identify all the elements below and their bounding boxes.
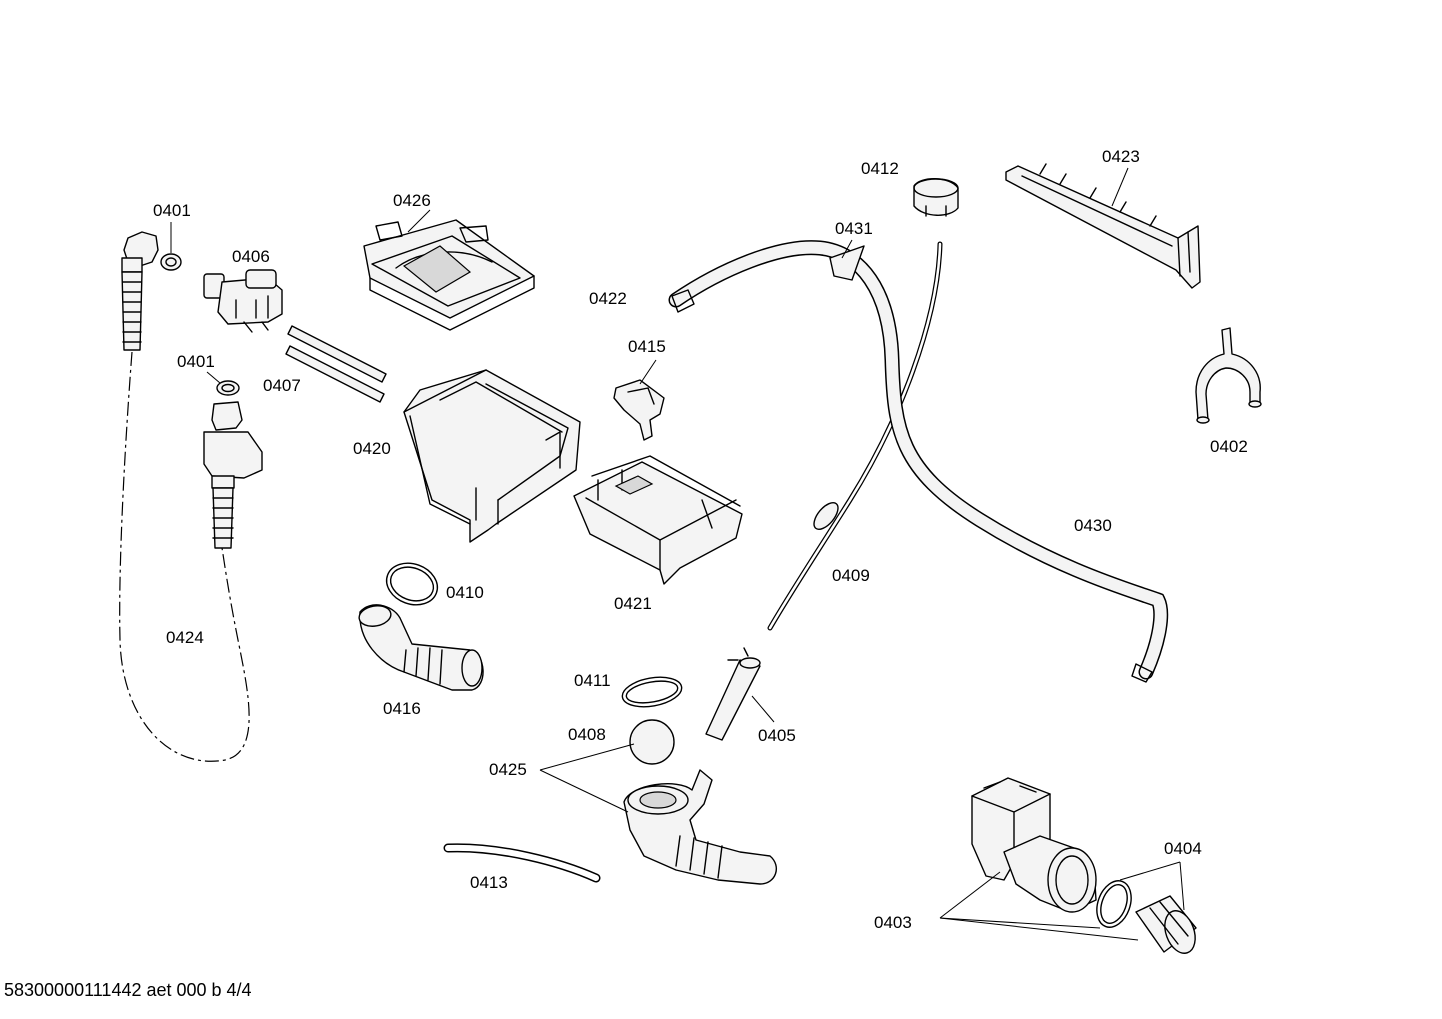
callout-0426: 0426	[393, 191, 431, 210]
inlet-valve-0406	[203, 269, 283, 333]
callout-0424: 0424	[166, 628, 204, 647]
detergent-drawer-0421	[573, 455, 743, 585]
sump-hose-0425	[539, 743, 778, 885]
callout-0402: 0402	[1210, 437, 1248, 456]
hose-0413	[443, 843, 601, 883]
callout-0425: 0425	[489, 760, 527, 779]
washer-0401-upper	[160, 222, 182, 271]
callout-0401-upper: 0401	[153, 201, 191, 220]
dispenser-cover-0426	[363, 209, 535, 331]
callout-0403: 0403	[874, 913, 912, 932]
callout-0415: 0415	[628, 337, 666, 356]
callout-0405: 0405	[758, 726, 796, 745]
bracket-0423	[1005, 163, 1201, 289]
callout-0401-lower: 0401	[177, 352, 215, 371]
drain-pump-0403	[939, 777, 1139, 941]
callout-0408: 0408	[568, 725, 606, 744]
filter-0404	[1119, 861, 1197, 954]
sensor-0405	[705, 647, 775, 741]
bellows-hose-0416	[358, 604, 484, 691]
callout-labels: 0401 0406 0401 0407 0426 0422 0415 0420 …	[153, 147, 1248, 932]
ball-0408	[629, 719, 675, 765]
tubes-0407	[285, 325, 387, 403]
drain-hose-0430	[668, 240, 1169, 683]
callout-0416: 0416	[383, 699, 421, 718]
hose-0422	[509, 224, 580, 313]
callout-0413: 0413	[470, 873, 508, 892]
callout-0423: 0423	[1102, 147, 1140, 166]
hose-hook-0402	[1195, 327, 1262, 424]
clip-0431	[829, 239, 865, 281]
pressure-tube-0409	[767, 241, 943, 631]
pressure-switch-0412	[913, 178, 959, 217]
callout-0421: 0421	[614, 594, 652, 613]
callout-0404: 0404	[1164, 839, 1202, 858]
siphon-0415	[613, 359, 665, 441]
dispenser-housing-0420	[403, 369, 581, 543]
inlet-hose-0424	[119, 231, 263, 762]
callout-0407: 0407	[263, 376, 301, 395]
washer-0401-lower	[206, 371, 240, 396]
callout-0420: 0420	[353, 439, 391, 458]
callout-0412: 0412	[861, 159, 899, 178]
callout-0406: 0406	[232, 247, 270, 266]
callout-0411: 0411	[574, 671, 611, 690]
seal-0404	[1096, 880, 1132, 928]
callout-0431: 0431	[835, 219, 873, 238]
callout-0430: 0430	[1074, 516, 1112, 535]
callout-0422: 0422	[589, 289, 627, 308]
callout-0409: 0409	[832, 566, 870, 585]
drawing-code-footer: 58300000111442 aet 000 b 4/4	[4, 980, 252, 1000]
ring-0410	[385, 562, 439, 606]
ring-0411	[621, 676, 683, 708]
callout-0410: 0410	[446, 583, 484, 602]
